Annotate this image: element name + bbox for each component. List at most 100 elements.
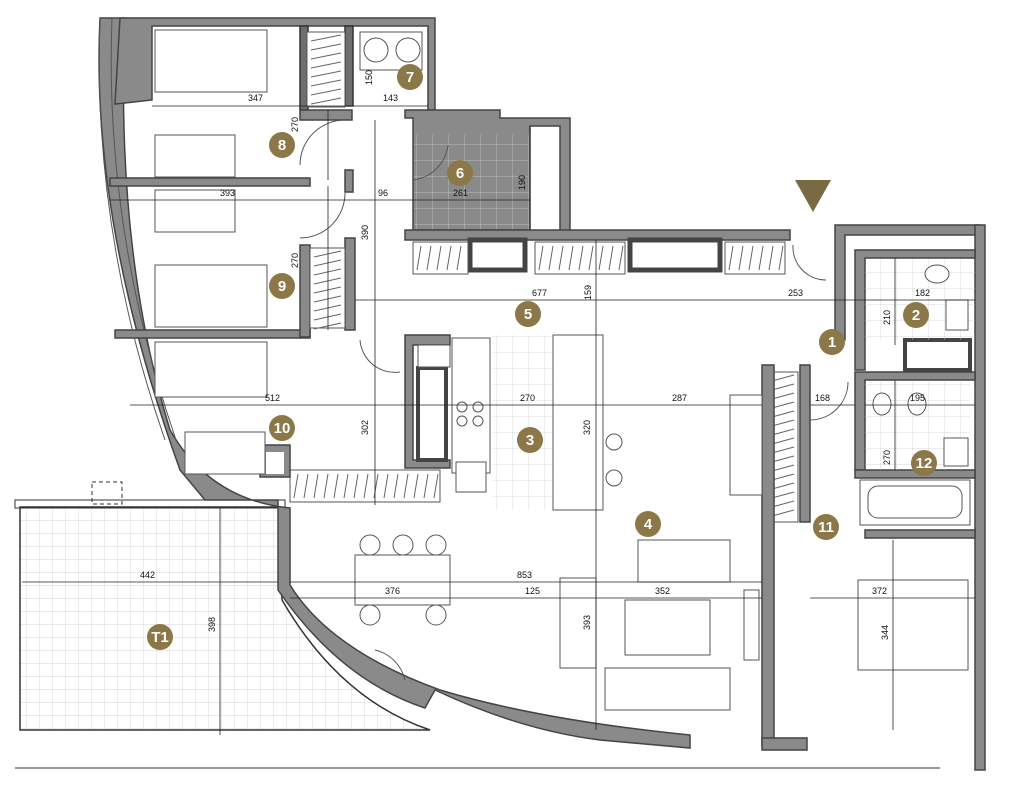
north-corridor-wall: [404, 224, 981, 341]
wardrobe-hatch-line: [758, 245, 764, 271]
room-badge-label: 9: [278, 278, 286, 295]
entrance-arrow-icon: [795, 180, 831, 212]
room-badge-label: 3: [526, 432, 534, 449]
room-badge-label: 7: [406, 69, 414, 86]
dim-393-b: 393: [582, 615, 592, 630]
wardrobe-hatch-line: [768, 245, 774, 271]
dim-302: 302: [360, 420, 370, 435]
wardrobe-hatch-line: [588, 245, 594, 271]
wardrobe-hatch-line: [568, 245, 574, 271]
wardrobe-hatch-line: [771, 383, 795, 391]
dim-270-c: 270: [520, 393, 535, 403]
dim-398: 398: [207, 617, 217, 632]
room-badge-circle: [819, 329, 845, 355]
room-badge-label: 4: [644, 516, 653, 533]
wardrobe-hatch-line: [313, 250, 342, 258]
dim-270-d: 270: [882, 450, 892, 465]
wardrobe-hatch-line: [771, 392, 795, 400]
room-badge-r8: 8: [269, 132, 295, 158]
room-badge-r2: 2: [903, 302, 929, 328]
wardrobe-hatch-line: [771, 482, 795, 490]
wardrobe-hatch-line: [313, 304, 342, 312]
doors: [299, 119, 849, 681]
wardrobe-hatch-line: [423, 473, 429, 499]
dim-159: 159: [583, 285, 593, 300]
wardrobe-hatch-line: [771, 419, 795, 427]
wardrobe-hatch-line: [456, 245, 462, 271]
room-badge-circle: [269, 132, 295, 158]
dim-182: 182: [915, 288, 930, 298]
room-badge-label: 12: [916, 455, 933, 472]
room-badge-label: 10: [274, 420, 291, 437]
room-badge-label: 2: [912, 307, 920, 324]
wardrobe-hatch-line: [771, 473, 795, 481]
dimension-lines: [22, 105, 975, 735]
dim-442: 442: [140, 570, 155, 580]
room-badge-r5: 5: [515, 301, 541, 327]
room-badge-circle: [635, 511, 661, 537]
wardrobe-hatch-line: [310, 61, 342, 69]
room-badge-label: 5: [524, 306, 532, 323]
wardrobe-hatch-line: [413, 473, 419, 499]
room-badge-circle: [397, 64, 423, 90]
wardrobe-hatch-line: [310, 88, 342, 96]
dim-96: 96: [378, 188, 388, 198]
dim-210: 210: [882, 310, 892, 325]
room-badge-r7: 7: [397, 64, 423, 90]
room-badge-label: 1: [828, 334, 836, 351]
wardrobe-hatch-line: [403, 473, 409, 499]
wardrobe-hatch-line: [313, 473, 319, 499]
dim-352: 352: [655, 586, 670, 596]
dim-287: 287: [672, 393, 687, 403]
wardrobe-hatch-line: [323, 473, 329, 499]
room-badge-circle: [147, 624, 173, 650]
wardrobe-hatch-line: [771, 410, 795, 418]
wardrobe-hatch-line: [771, 428, 795, 436]
bedroom-walls: [109, 109, 356, 339]
wardrobe-hatch-line: [313, 277, 342, 285]
room-badge-r3: 3: [517, 427, 543, 453]
bathroom-6-walls: [404, 109, 571, 236]
wardrobe-hatch-line: [598, 245, 604, 271]
wardrobe-hatch-line: [608, 245, 614, 271]
wardrobe-hatch-line: [333, 473, 339, 499]
wardrobe-hatch-line: [313, 322, 342, 330]
wardrobe-hatch-line: [310, 52, 342, 60]
wardrobe-hatch-line: [426, 245, 432, 271]
wardrobe-hatch-line: [771, 401, 795, 409]
wardrobe-hatch-line: [771, 446, 795, 454]
dim-190: 190: [517, 175, 527, 190]
wardrobe-hatch-line: [558, 245, 564, 271]
wardrobe-hatch-line: [771, 500, 795, 508]
dim-150: 150: [364, 70, 374, 85]
wardrobe-hatch-line: [416, 245, 422, 271]
wardrobe-hatch-line: [313, 286, 342, 294]
room-badge-r1: 1: [819, 329, 845, 355]
wardrobe-hatch-line: [738, 245, 744, 271]
room-badge-label: 11: [818, 519, 834, 536]
room-badge-label: T1: [151, 629, 169, 646]
wardrobe-hatch-line: [538, 245, 544, 271]
wardrobe-hatch-line: [618, 245, 624, 271]
room-badge-r11: 11: [813, 514, 839, 540]
dim-320: 320: [582, 420, 592, 435]
dim-143: 143: [383, 93, 398, 103]
wardrobe-hatch-line: [313, 259, 342, 267]
room-badge-r4: 4: [635, 511, 661, 537]
wardrobe-hatch-line: [353, 473, 359, 499]
dim-195: 195: [910, 393, 925, 403]
wardrobe-hatch-line: [383, 473, 389, 499]
wardrobe-hatch-line: [446, 245, 452, 271]
wardrobe-hatch-line: [771, 374, 795, 382]
room-badge-r10: 10: [269, 415, 295, 441]
wardrobe-hatch-line: [303, 473, 309, 499]
wardrobe-hatch-line: [310, 34, 342, 42]
wardrobe-hatch-line: [310, 97, 342, 105]
room-badge-circle: [269, 415, 295, 441]
wardrobe-hatch-line: [310, 79, 342, 87]
living-furniture: [354, 394, 763, 711]
wardrobe-hatch-line: [578, 245, 584, 271]
wardrobe-hatch-line: [363, 473, 369, 499]
